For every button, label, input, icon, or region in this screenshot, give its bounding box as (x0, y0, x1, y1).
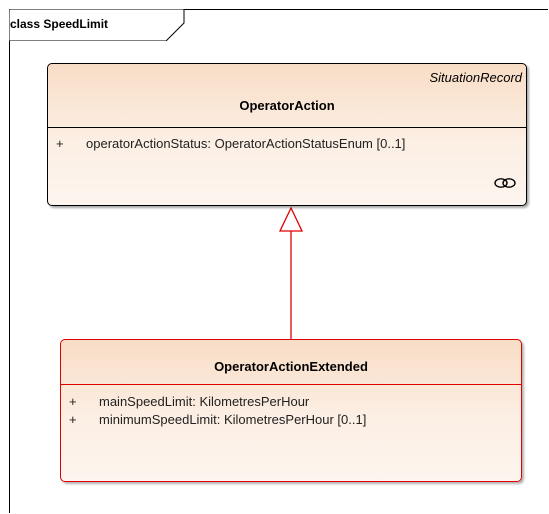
diagram-frame (9, 9, 548, 513)
attribute-visibility: + (69, 394, 77, 409)
class-stereotype: SituationRecord (429, 70, 523, 85)
frame-label: class SpeedLimit (10, 17, 109, 31)
attribute-row[interactable]: + operatorActionStatus: OperatorActionSta… (56, 136, 405, 151)
generalization-arrowhead (278, 206, 304, 232)
attribute-visibility: + (56, 136, 64, 151)
attribute-row[interactable]: + mainSpeedLimit: KilometresPerHour (69, 394, 309, 409)
class-name: OperatorAction (239, 98, 335, 113)
class-operator-action-extended[interactable]: OperatorActionExtended + mainSpeedLimit: … (60, 339, 522, 482)
frame-tab (9, 9, 185, 41)
attribute-row[interactable]: + minimumSpeedLimit: KilometresPerHour [0… (69, 412, 366, 427)
compartment-divider (61, 384, 521, 385)
class-operator-action[interactable]: SituationRecord OperatorAction + operator… (47, 63, 527, 206)
attribute-visibility: + (69, 412, 77, 427)
attribute-text: operatorActionStatus: OperatorActionStat… (86, 136, 406, 151)
attribute-text: minimumSpeedLimit: KilometresPerHour [0.… (99, 412, 367, 427)
chain-link-icon (494, 178, 516, 188)
attribute-text: mainSpeedLimit: KilometresPerHour (99, 394, 310, 409)
class-name: OperatorActionExtended (214, 359, 368, 374)
compartment-divider (48, 127, 526, 128)
